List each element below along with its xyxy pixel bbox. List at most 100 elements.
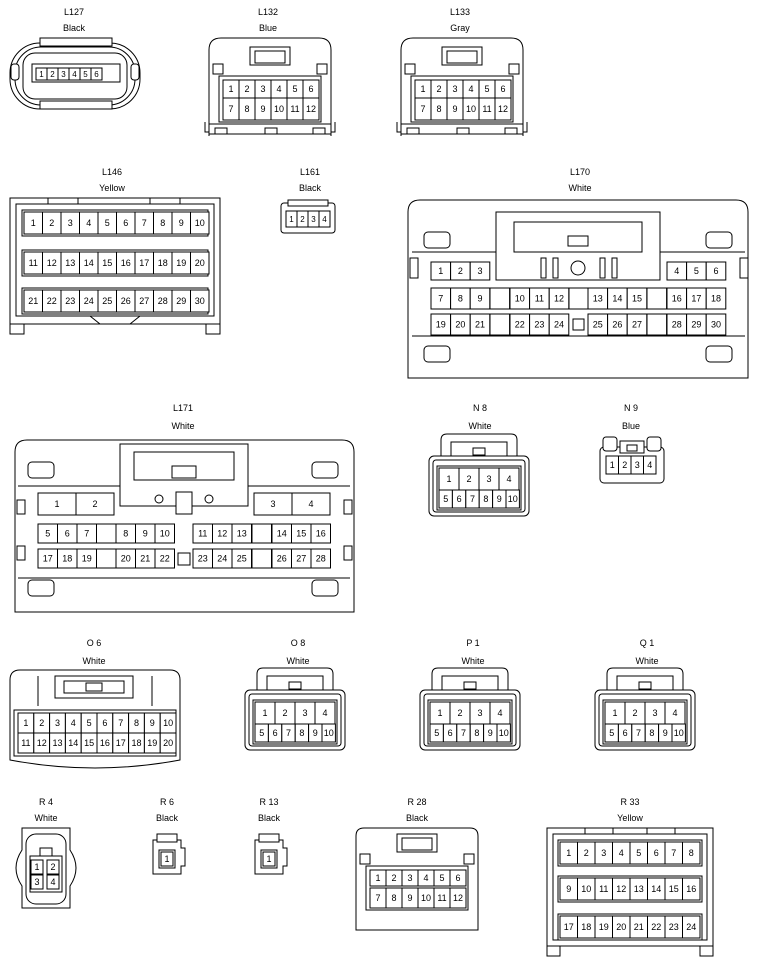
- pin-number: 8: [483, 494, 488, 504]
- pin-cell: [302, 97, 320, 121]
- pin-number: 18: [581, 922, 591, 932]
- connector-code: L146: [101, 167, 123, 177]
- connector-code: N 9: [623, 403, 638, 413]
- pin-cell: [46, 874, 60, 890]
- pin-number: 18: [131, 738, 141, 748]
- connector-color: White: [468, 421, 492, 431]
- pin-number: 3: [55, 718, 60, 728]
- pin-number: 1: [31, 218, 36, 228]
- pin-number: 10: [581, 884, 591, 894]
- pin-number: 3: [34, 877, 39, 887]
- pin-number: 2: [50, 70, 55, 79]
- pin-number: 24: [217, 554, 227, 564]
- connector-color: Yellow: [617, 813, 643, 823]
- pin-cell: [291, 492, 331, 516]
- pin-number: 25: [237, 554, 247, 564]
- pin-number: 5: [45, 529, 50, 539]
- pin-number: 8: [134, 718, 139, 728]
- connector-code: L161: [299, 167, 321, 177]
- connector-code: L127: [63, 7, 85, 17]
- pin-number: 27: [296, 554, 306, 564]
- pin-number: 5: [694, 266, 699, 276]
- pin-number: 2: [632, 708, 637, 718]
- connector-code: L171: [172, 403, 194, 413]
- pin-number: 3: [61, 70, 66, 79]
- pin-number: 5: [87, 718, 92, 728]
- pin-number: 10: [324, 728, 334, 738]
- pin-cell: [505, 489, 520, 509]
- empty-cavity: [251, 548, 272, 569]
- pin-number: 10: [421, 893, 431, 903]
- pin-number: 2: [391, 873, 396, 883]
- pin-number: 9: [497, 494, 502, 504]
- pin-number: 5: [83, 70, 88, 79]
- empty-cavity: [489, 287, 511, 310]
- pin-number: 1: [610, 460, 615, 470]
- pin-number: 14: [84, 258, 94, 268]
- pin-number: 3: [270, 499, 275, 509]
- pin-cell: [154, 523, 175, 544]
- pin-number: 24: [686, 922, 696, 932]
- connector-color: Black: [155, 813, 178, 823]
- pin-number: 12: [217, 529, 227, 539]
- pin-number: 3: [601, 848, 606, 858]
- pin-number: 6: [273, 728, 278, 738]
- empty-cavity: [489, 313, 511, 336]
- connector-color: Gray: [450, 23, 470, 33]
- pin-number: 7: [461, 728, 466, 738]
- pin-number: 6: [457, 494, 462, 504]
- pin-number: 3: [302, 708, 307, 718]
- pin-number: 28: [158, 296, 168, 306]
- pin-number: 18: [62, 554, 72, 564]
- pin-number: 8: [649, 728, 654, 738]
- connector-color: White: [34, 813, 58, 823]
- pin-number: 10: [499, 728, 509, 738]
- connector-code: Q 1: [639, 638, 655, 648]
- pin-number: 16: [100, 738, 110, 748]
- pin-number: 13: [65, 258, 75, 268]
- empty-cavity: [96, 548, 117, 569]
- pin-number: 11: [198, 529, 207, 539]
- pin-number: 10: [674, 728, 684, 738]
- connector-code: O 8: [290, 638, 306, 648]
- pin-number: 14: [651, 884, 661, 894]
- pin-number: 21: [28, 296, 38, 306]
- pin-number: 19: [436, 320, 446, 330]
- pin-number: 2: [584, 848, 589, 858]
- pin-number: 1: [612, 708, 617, 718]
- connector-code: R 13: [259, 797, 279, 807]
- pin-number: 4: [276, 84, 281, 94]
- pin-number: 7: [438, 294, 443, 304]
- pin-number: 5: [609, 728, 614, 738]
- pin-number: 12: [554, 294, 564, 304]
- pin-number: 1: [34, 862, 39, 872]
- pin-cell: [705, 313, 727, 336]
- pin-number: 10: [515, 294, 525, 304]
- pin-number: 23: [198, 554, 208, 564]
- pin-cell: [310, 523, 331, 544]
- pin-number: 5: [439, 873, 444, 883]
- pin-number: 1: [446, 474, 451, 484]
- pin-number: 8: [244, 104, 249, 114]
- connector-code: P 1: [466, 638, 480, 648]
- pin-number: 11: [599, 884, 608, 894]
- pin-number: 7: [671, 848, 676, 858]
- pin-number: 3: [407, 873, 412, 883]
- pin-number: 8: [458, 294, 463, 304]
- connector-color: White: [286, 656, 310, 666]
- pin-number: 5: [105, 218, 110, 228]
- pin-number: 7: [375, 893, 380, 903]
- pin-cell: [705, 261, 727, 281]
- pin-cell: [705, 287, 727, 310]
- pin-number: 4: [50, 877, 55, 887]
- pin-number: 7: [142, 218, 147, 228]
- pin-number: 13: [593, 294, 603, 304]
- pin-number: 15: [102, 258, 112, 268]
- pin-number: 8: [474, 728, 479, 738]
- pin-number: 13: [237, 529, 247, 539]
